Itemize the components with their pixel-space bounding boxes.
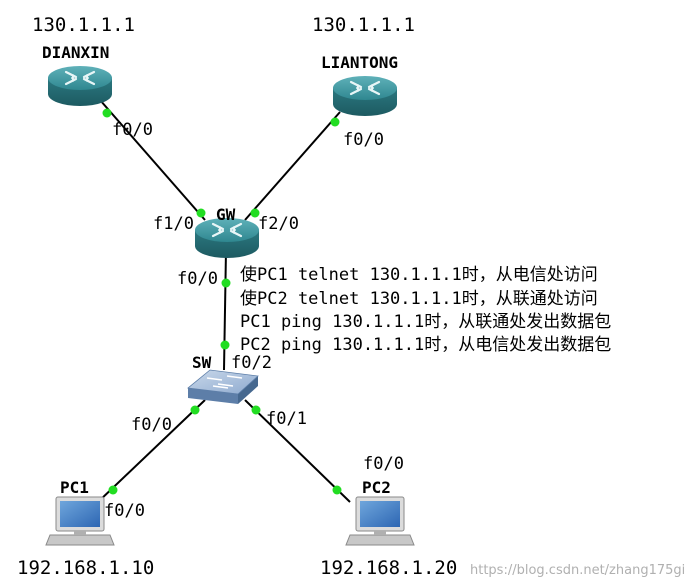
link-sw-pc1 [97,399,206,503]
sw-f01-port-label: f0/1 [266,409,307,429]
router-dianxin-icon[interactable] [46,64,114,108]
pc2-icon[interactable] [345,496,415,546]
port-dot-sw-f0-1 [251,405,261,415]
port-dot-pc1-f0-0 [108,485,118,495]
sw-f02-port-label: f0/2 [231,353,272,373]
port-dot-sw-f0-0 [190,405,200,415]
pc1-label: PC1 [60,478,89,497]
sw-label: SW [192,353,212,372]
port-dot-gw-f1-0 [196,208,206,218]
router-gw-icon[interactable] [193,216,261,260]
port-dot-gw-f0-0 [221,278,231,288]
switch-sw-icon[interactable] [187,369,259,404]
port-dot-liantong-f0-0 [330,117,340,127]
link-dianxin-gw [99,99,206,221]
liantong-ip: 130.1.1.1 [312,14,415,36]
port-dot-gw-f2-0 [250,208,260,218]
note-line-2: 使PC2 telnet 130.1.1.1时，从联通处访问 [240,288,598,309]
link-liantong-gw [244,111,341,221]
dianxin-label: DIANXIN [42,43,109,62]
gw-f2-port-label: f2/0 [258,214,299,234]
port-dot-pc2-f0-0 [332,485,342,495]
dianxin-ip: 130.1.1.1 [32,14,135,36]
liantong-port-label: f0/0 [343,130,384,150]
pc1-ip: 192.168.1.10 [17,557,154,579]
pc2-port-label: f0/0 [363,454,404,474]
note-line-4: PC2 ping 130.1.1.1时，从电信处发出数据包 [240,335,611,355]
pc1-port-label: f0/0 [104,501,145,521]
gw-label: GW [216,205,236,224]
link-gw-sw [223,249,227,371]
note-line-1: 使PC1 telnet 130.1.1.1时，从电信处访问 [240,264,598,285]
gw-f0-port-label: f0/0 [177,269,218,289]
port-dot-dianxin-f0-0 [102,108,112,118]
port-dot-sw-f0-2 [220,340,230,350]
liantong-label: LIANTONG [321,53,398,72]
pc2-label: PC2 [362,478,391,497]
pc2-ip: 192.168.1.20 [320,557,457,579]
watermark: https://blog.csdn.net/zhang175gi [470,563,685,578]
gw-f1-port-label: f1/0 [153,214,194,234]
router-liantong-icon[interactable] [331,74,399,118]
sw-f00-port-label: f0/0 [131,415,172,435]
dianxin-port-label: f0/0 [112,120,153,140]
link-sw-pc2 [244,399,351,503]
note-line-3: PC1 ping 130.1.1.1时，从联通处发出数据包 [240,312,611,332]
